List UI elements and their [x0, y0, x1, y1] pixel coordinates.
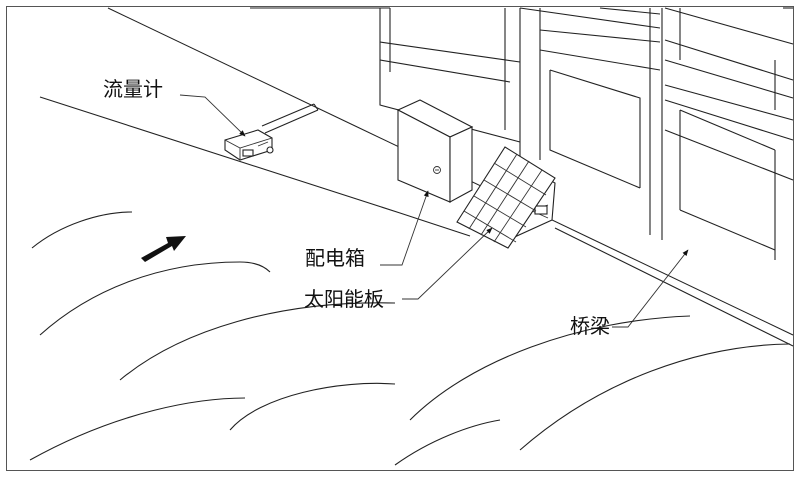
river-waves — [29, 211, 791, 466]
flow-meter-label: 流量计 — [103, 77, 163, 101]
flow-meter-device — [224, 103, 319, 161]
power-box-leader — [380, 190, 429, 266]
water-flow-arrow-icon — [141, 236, 186, 262]
bridge-label: 桥梁 — [570, 314, 610, 338]
solar-panel-device — [456, 146, 556, 249]
power-box-device — [396, 99, 474, 203]
bridge-leader — [612, 249, 689, 328]
diagram-frame — [6, 6, 794, 471]
power-box-label: 配电箱 — [305, 246, 365, 270]
solar-panel-leader — [402, 227, 493, 300]
flow-meter-leader — [179, 94, 246, 137]
solar-panel-label: 太阳能板 — [304, 287, 384, 311]
